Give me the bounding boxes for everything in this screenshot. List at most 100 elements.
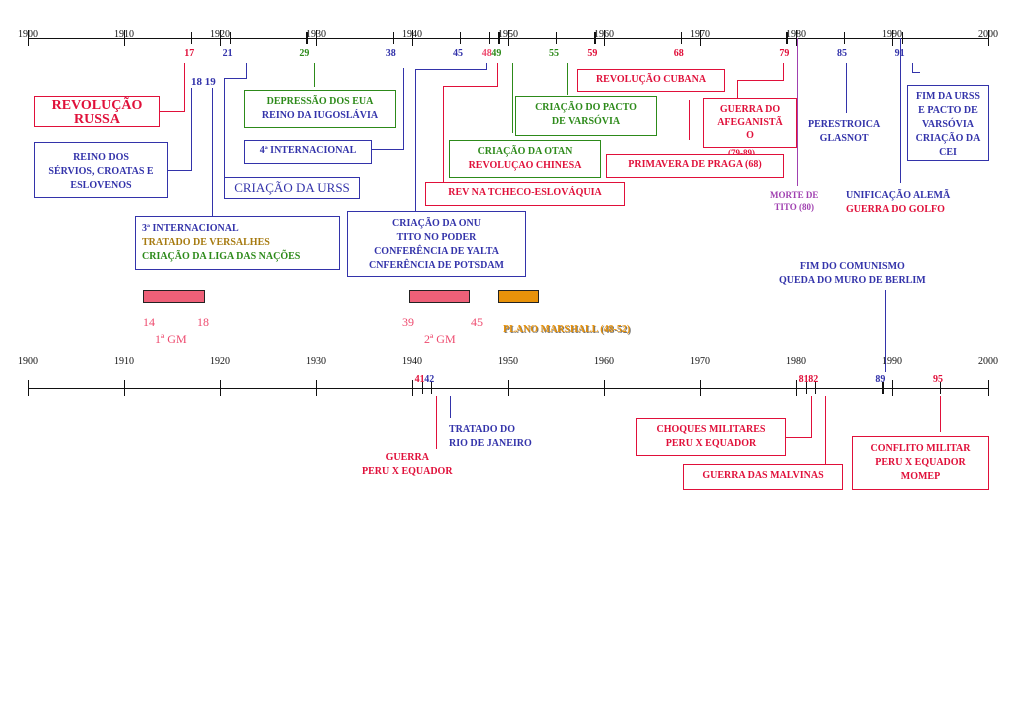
axis_top-year-mark: 55 (549, 48, 559, 59)
axis_top-tick-label: 1980 (786, 29, 806, 40)
axis_bottom-tick-label: 1930 (306, 356, 326, 367)
connector-18 (191, 88, 193, 171)
axis_top-minor-tick (901, 32, 903, 44)
perestroica-line2: GLASNOT (819, 133, 869, 144)
axis_top-minor-tick (229, 32, 231, 44)
axis_bottom-tick-label: 1950 (498, 356, 518, 367)
criacao-urss-box: CRIAÇÃO DA URSS (224, 177, 360, 199)
axis_top-minor-tick (844, 32, 846, 44)
perestroica-label: PERESTROICA GLASNOT (808, 118, 880, 146)
axis_top-minor-tick (594, 32, 596, 44)
connector-85 (846, 63, 848, 113)
axis_top-year-mark: 29 (299, 48, 310, 59)
afeganistao-line1: GUERRA DO (719, 104, 781, 115)
axis_bottom-tick-label: 1990 (882, 356, 902, 367)
gm1-name: 1ª GM (155, 332, 187, 346)
axis_top-minor-tick (556, 32, 558, 44)
connector-49 (512, 63, 514, 133)
reino-servios-line1: REINO DOS (73, 152, 129, 163)
connector-45-h (415, 69, 487, 71)
onu-box: CRIAÇÃO DA ONU TITO NO PODER CONFERÊNCIA… (347, 211, 526, 277)
connector-82 (825, 396, 827, 464)
connector-18-h (168, 170, 192, 172)
axis_bottom-minor-tick (421, 382, 423, 394)
pacto-varsovia-box: CRIAÇÃO DO PACTO DE VARSÓVIA (515, 96, 657, 136)
connector-48-h (443, 86, 498, 88)
rev-chinesa-line: REVOLUÇAO CHINESA (468, 160, 582, 171)
gm2-name: 2ª GM (424, 332, 456, 346)
axis_top-minor-tick (392, 32, 395, 44)
conflito-line1: CONFLITO MILITAR (870, 443, 971, 454)
axis_top-year-mark: 17 (184, 48, 195, 59)
axis_bottom-tick-label: 2000 (978, 356, 998, 367)
axis_bottom-minor-tick (431, 382, 433, 394)
axis_bottom-tick-label: 1920 (210, 356, 230, 367)
pacto-varsovia-line2: DE VARSÓVIA (551, 116, 621, 127)
afeganistao-line2: AFEGANISTÃ (717, 117, 783, 128)
axis_top-year-mark: 49 (491, 48, 502, 59)
axis_top-tick-label: 1950 (498, 29, 518, 40)
terceira-internacional-box: 3ª INTERNACIONAL TRATADO DE VERSALHES CR… (135, 216, 340, 270)
axis_top-minor-tick (680, 32, 683, 44)
revolucao-russa-box: REVOLUÇÃO RUSSA (34, 96, 160, 127)
axis_bottom-minor-tick (805, 382, 807, 394)
connector-19 (212, 88, 214, 218)
fim-urss-line4: CRIAÇÃO DA (915, 133, 981, 144)
gm1-end: 18 (197, 315, 209, 329)
axis_top-tick (508, 30, 510, 46)
otan-box: CRIAÇÃO DA OTAN REVOLUÇAO CHINESA (449, 140, 601, 178)
axis_top-minor-tick (460, 32, 462, 44)
axis_bottom-year-mark: 41 (414, 374, 425, 385)
axis_top-minor-tick (498, 32, 500, 44)
axis_top-minor-tick (786, 32, 788, 44)
fim-urss-line1: FIM DA URSS (916, 91, 980, 102)
iugoslavia-line: REINO DA IUGOSLÁVIA (261, 110, 379, 121)
axis_top-minor-tick (191, 32, 193, 44)
axis_top-tick-label: 1990 (882, 29, 902, 40)
axis_bottom-tick (124, 380, 126, 396)
connector-45 (415, 69, 417, 211)
fim-urss-line5: CEI (939, 147, 957, 158)
onu-line2: TITO NO PODER (396, 232, 477, 243)
axis_top-minor-tick (488, 32, 491, 44)
axis_bottom-tick-label: 1910 (114, 356, 134, 367)
axis_top-year-mark: 48 (481, 48, 492, 59)
connector-17-h (160, 111, 185, 113)
axis_bottom-tick (796, 380, 798, 396)
axis_top-tick (28, 30, 30, 46)
connector-89 (885, 290, 887, 372)
axis_top-year-mark: 79 (779, 48, 790, 59)
axis_bottom-tick (28, 380, 30, 396)
axis_bottom-year-mark: 95 (933, 374, 943, 385)
gm2-bar (409, 290, 470, 303)
connector-79 (737, 80, 739, 100)
connector-91-top (912, 63, 914, 73)
tcheco-box: REV NA TCHECO-ESLOVÁQUIA (425, 182, 625, 206)
year-18-19: 18 19 (191, 76, 216, 88)
axis_bottom-minor-tick (940, 382, 942, 394)
axis_bottom-tick (316, 380, 318, 396)
connector-81 (811, 396, 813, 438)
afeganistao-years: (79-89) (728, 148, 755, 158)
axis_top-year-mark: 45 (453, 48, 463, 59)
axis_top-tick-label: 1970 (690, 29, 710, 40)
onu-line4: CNFERÊNCIA DE POTSDAM (368, 260, 504, 271)
connector-95 (940, 396, 942, 432)
primavera-box: PRIMAVERA DE PRAGA (68) (606, 154, 784, 178)
axis_bottom-tick (604, 380, 606, 396)
quarta-internacional-box: 4ª INTERNACIONAL (244, 140, 372, 164)
axis_bottom-tick (220, 380, 222, 396)
fim-comunismo-label: FIM DO COMUNISMO QUEDA DO MURO DE BERLIM (779, 260, 926, 288)
perestroica-line1: PERESTROICA (808, 119, 881, 130)
axis_bottom-tick-label: 1940 (402, 356, 422, 367)
connector-48-top (497, 63, 499, 87)
axis_top-tick (124, 30, 126, 46)
axis_top-year-mark: 85 (837, 48, 847, 59)
fim-urss-line3: VARSÓVIA (921, 119, 975, 130)
axis_bottom-tick (700, 380, 702, 396)
axis_top-tick (316, 30, 318, 46)
conflito-line2: PERU X EQUADOR (875, 457, 966, 468)
connector-42 (450, 396, 452, 418)
pacto-varsovia-line1: CRIAÇÃO DO PACTO (535, 102, 637, 113)
axis_bottom-tick-label: 1970 (690, 356, 710, 367)
